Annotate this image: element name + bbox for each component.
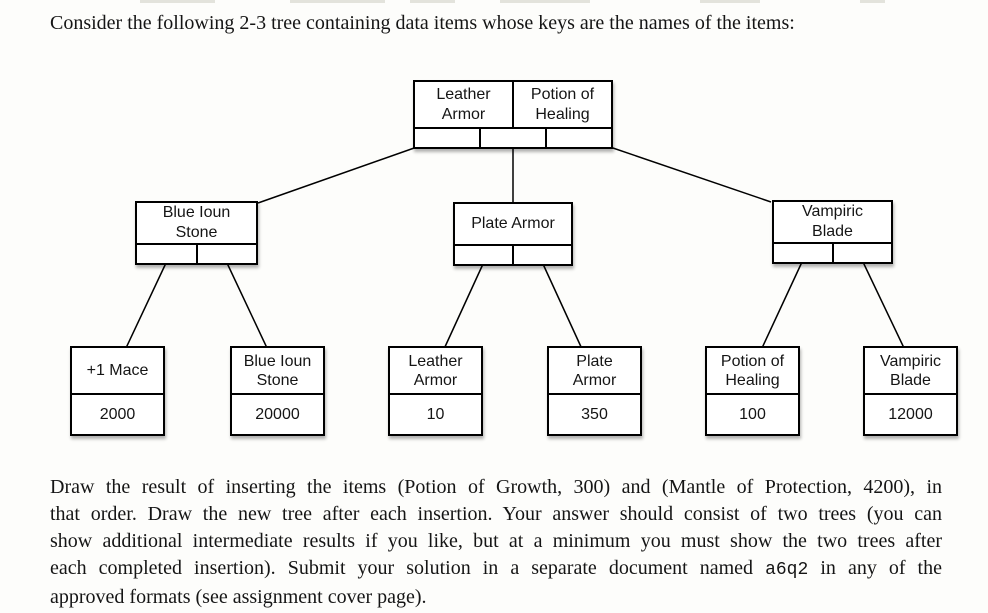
pointer-cell [831, 244, 891, 262]
edge-right-child1 [761, 261, 803, 349]
pointer-cell [415, 129, 479, 147]
leaf-blue-ioun-stone: Blue Ioun Stone 20000 [230, 346, 325, 436]
leaf-item-name: Vampiric Blade [879, 352, 942, 389]
instruction-line: that order. Draw the new tree after each… [50, 503, 942, 525]
tree-node-vampiric-blade: Vampiric Blade [772, 200, 893, 264]
pointer-cell [774, 244, 832, 262]
leaf-item-name: Leather Armor [408, 352, 463, 389]
node-key: Plate Armor [471, 215, 555, 232]
leaf-item-name: +1 Mace [86, 362, 149, 379]
leaf-item-name: Blue Ioun Stone [243, 352, 312, 389]
instruction-text: in any of the [808, 557, 942, 579]
node-key: Vampiric Blade [801, 203, 864, 240]
question-intro-text: Consider the following 2-3 tree containi… [50, 12, 795, 34]
instruction-line: each completed insertion). Submit your s… [50, 555, 942, 584]
instruction-line: approved formats (see assignment cover p… [50, 586, 427, 608]
pointer-cell [195, 245, 256, 263]
node-key: Potion of Healing [512, 82, 611, 127]
instruction-line: show additional intermediate results if … [50, 530, 942, 552]
scan-artifact [290, 0, 385, 3]
pointer-cell [512, 246, 571, 264]
leaf-item-value: 12000 [865, 393, 956, 434]
question-instructions: Draw the result of inserting the items (… [50, 474, 942, 611]
edge-right-child2 [862, 261, 905, 349]
scan-artifact [860, 0, 885, 3]
pointer-cell [455, 246, 512, 264]
leaf-item-value: 350 [549, 393, 640, 434]
edge-middle-child1 [443, 263, 484, 350]
pointer-cell [545, 129, 611, 147]
edge-middle-child2 [542, 263, 583, 350]
leaf-item-value: 100 [707, 393, 798, 434]
leaf-potion-of-healing: Potion of Healing 100 [705, 346, 800, 436]
instruction-text: each completed insertion). Submit your s… [50, 557, 766, 579]
leaf-item-value: 2000 [72, 393, 163, 434]
scan-artifact [500, 0, 590, 3]
leaf-leather-armor: Leather Armor 10 [388, 346, 483, 436]
leaf-plus1-mace: +1 Mace 2000 [70, 346, 165, 436]
filename-token: a6q2 [765, 560, 809, 580]
leaf-plate-armor: Plate Armor 350 [547, 346, 642, 436]
tree-node-root: Leather Armor Potion of Healing [413, 80, 613, 149]
leaf-item-name: Potion of Healing [720, 352, 785, 389]
instruction-line: Draw the result of inserting the items (… [50, 476, 942, 498]
leaf-vampiric-blade: Vampiric Blade 12000 [863, 346, 958, 436]
scan-artifact [700, 0, 760, 3]
pointer-cell [137, 245, 196, 263]
leaf-item-value: 20000 [232, 393, 323, 434]
leaf-item-value: 10 [390, 393, 481, 434]
node-key: Blue Ioun Stone [162, 204, 231, 241]
edge-root-right [609, 146, 772, 203]
node-key: Leather Armor [436, 85, 491, 123]
tree-node-plate-armor: Plate Armor [453, 202, 573, 266]
leaf-item-name: Plate Armor [572, 352, 617, 389]
scan-artifact [410, 0, 455, 3]
scan-artifact [140, 0, 215, 3]
edge-root-left [257, 146, 418, 204]
edge-left-child2 [226, 262, 268, 349]
pointer-cell [479, 129, 545, 147]
edge-left-child1 [125, 262, 167, 349]
tree-node-blue-ioun-stone: Blue Ioun Stone [135, 201, 258, 265]
